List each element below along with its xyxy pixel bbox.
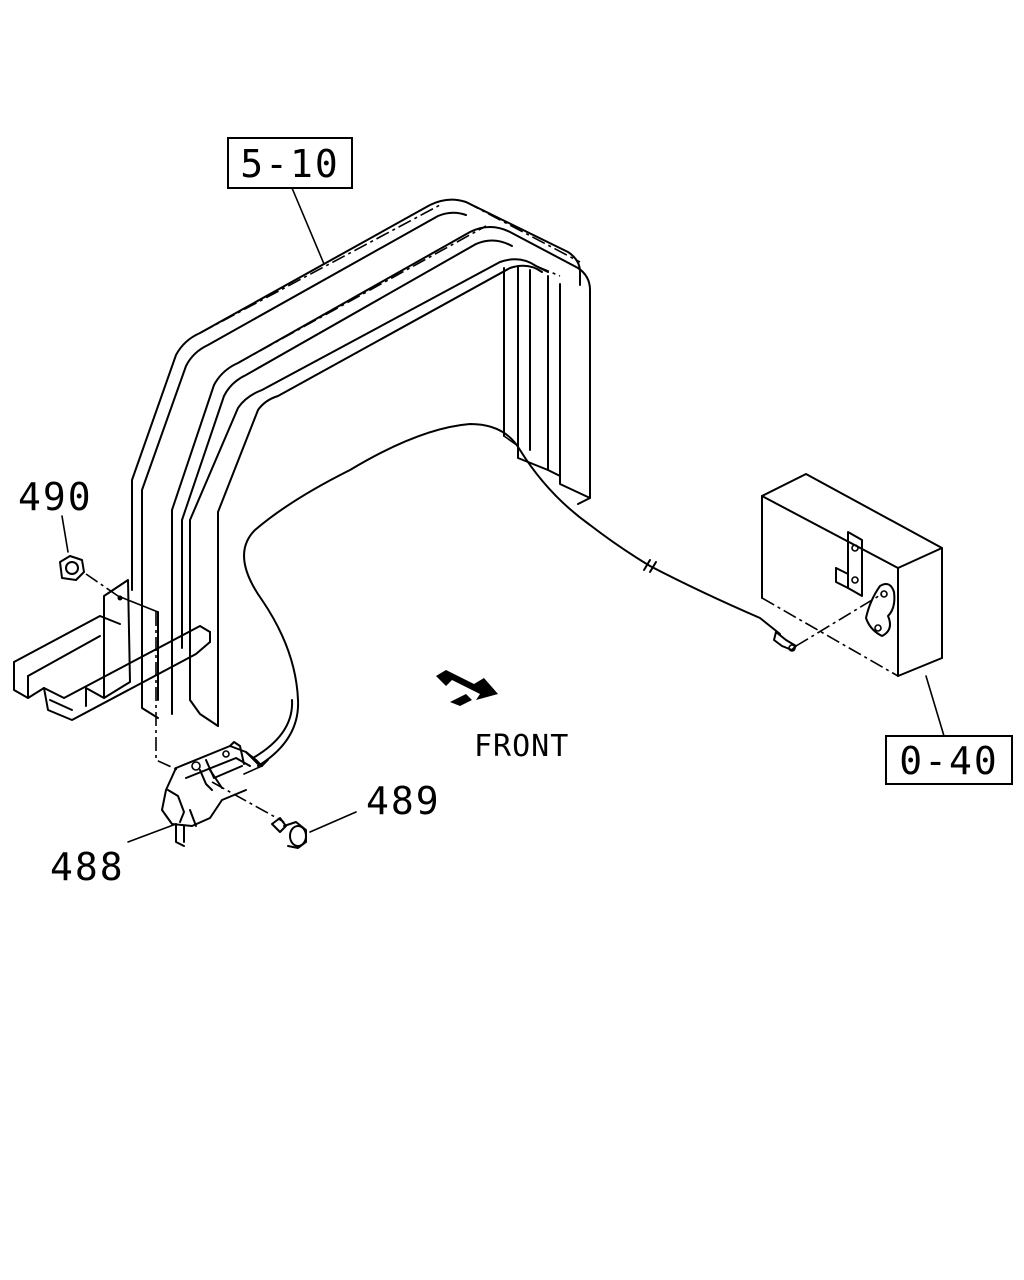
nut-490 — [59, 555, 119, 597]
switch-488 — [155, 612, 285, 847]
ref-box-5-10: 5-10 — [227, 137, 353, 189]
ref-label-0-40: 0-40 — [899, 739, 999, 783]
leader-lines — [61, 187, 945, 843]
part-label-489: 489 — [366, 779, 441, 823]
ref-box-0-40: 0-40 — [885, 735, 1013, 785]
frame-rail — [13, 579, 211, 721]
front-arrow-icon — [436, 670, 498, 706]
wheel-housing — [131, 198, 591, 727]
part-label-490: 490 — [18, 475, 93, 519]
bolt-489 — [271, 817, 307, 849]
part-label-488: 488 — [50, 845, 125, 889]
harness-cable — [243, 423, 797, 767]
front-label: FRONT — [474, 729, 569, 764]
control-unit — [761, 473, 943, 677]
ref-label-5-10: 5-10 — [240, 142, 340, 186]
